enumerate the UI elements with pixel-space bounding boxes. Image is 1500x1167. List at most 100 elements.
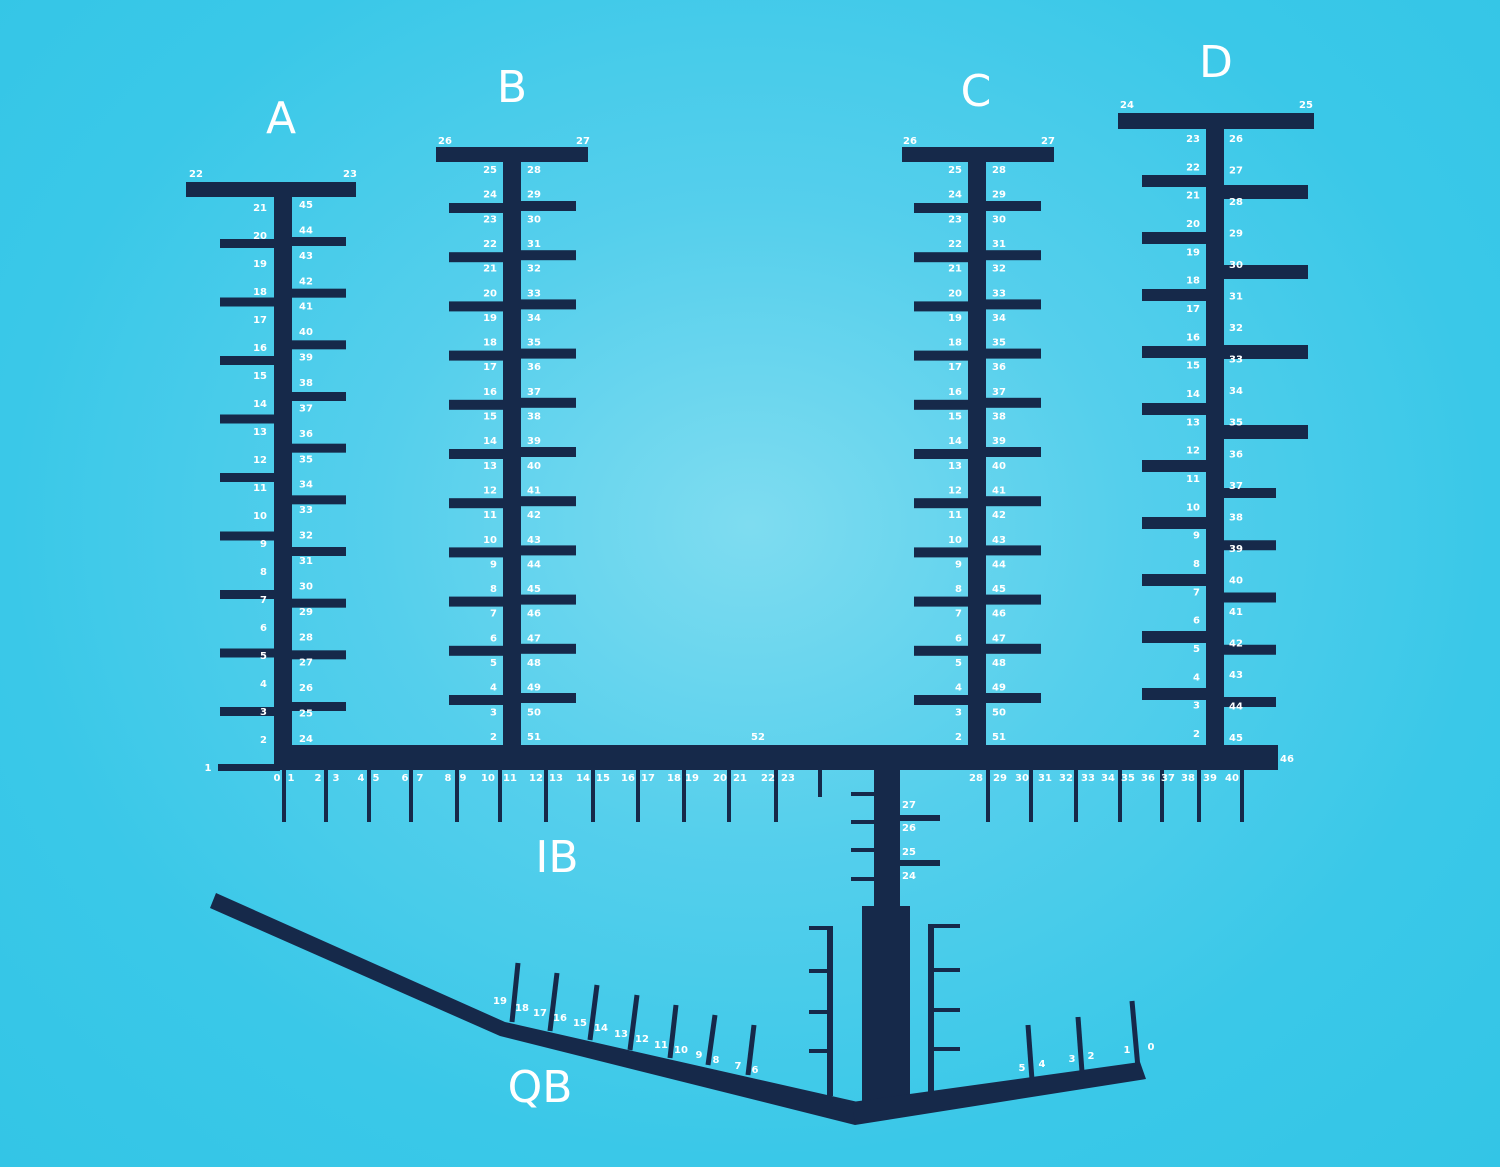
dock-b-finger [521,447,576,457]
dock-c-slip: 34 [992,313,1006,324]
ib-slip: 17 [641,773,655,784]
dock-a-slip: 15 [253,371,267,382]
qb-side-pier [928,924,934,1092]
qb-finger [1129,1000,1141,1069]
dock-d-slip: 43 [1229,670,1243,681]
dock-a-finger [220,531,275,541]
dock-b-slip: 11 [483,510,497,521]
qb-finger [705,1014,718,1066]
dock-c-slip: 2 [955,732,962,743]
qb-slip: 8 [713,1055,720,1066]
qb-slip: 3 [1069,1054,1076,1065]
ib-slip: 38 [1181,773,1195,784]
ib-finger [986,768,990,822]
dock-c-slip: 49 [992,683,1006,694]
dock-d-finger [1142,574,1208,586]
dock-d-slip: 13 [1186,417,1200,428]
dock-c-slip: 8 [955,584,962,595]
dock-c-slip: 32 [992,264,1006,275]
dock-a-slip: 2 [260,735,267,746]
qb-slip: 0 [1148,1042,1155,1053]
dock-b-finger [521,201,576,211]
dock-c-slip: 38 [992,412,1006,423]
dock-c-finger [986,545,1041,556]
dock-c-slip: 12 [948,485,962,496]
dock-c-slip: 35 [992,338,1006,349]
ib-slip: 32 [1059,773,1073,784]
dock-d-slip: 15 [1186,361,1200,372]
dock-b-slip: 25 [483,165,497,176]
dock-b-finger [449,301,504,312]
ib-finger [282,768,286,822]
dock-a-finger [291,650,346,660]
dock-d-finger [1222,425,1308,439]
ib-slip: 1 [288,773,295,784]
ib-slip: 9 [460,773,467,784]
ib-slip: 19 [685,773,699,784]
dock-d-end-slip: 25 [1299,100,1313,111]
dock-d-finger [1142,346,1208,358]
dock-b-slip: 14 [483,436,497,447]
ib-finger [544,768,548,822]
ib-slip: 40 [1225,773,1239,784]
dock-d-finger [1222,265,1308,279]
connector-slip: 25 [902,847,916,858]
ib-finger [1197,768,1201,822]
dock-a-slip: 27 [299,658,313,669]
connector-finger [851,820,875,824]
dock-d-finger [1142,403,1208,415]
dock-d-slip: 7 [1193,587,1200,598]
ib-slip: 3 [333,773,340,784]
ib-slip: 14 [576,773,590,784]
dock-d-slip: 37 [1229,481,1243,492]
dock-a-slip: 25 [299,709,313,720]
qb-slip: 9 [696,1050,703,1061]
ib-slip: 39 [1203,773,1217,784]
dock-a-slip: 6 [260,623,267,634]
dock-d-slip: 10 [1186,502,1200,513]
qb-slip: 1 [1124,1045,1131,1056]
dock-b-finger [521,397,576,408]
dock-d-slip: 8 [1193,559,1200,570]
connector-walkway [874,765,900,910]
dock-b-slip: 21 [483,264,497,275]
dock-a-finger [220,707,275,716]
dock-c-end-slip: 27 [1041,136,1055,147]
qb-side-finger [809,926,831,930]
qb-side-finger [932,1047,960,1051]
dock-d-spine [1206,120,1224,755]
ib-finger [636,768,640,822]
dock-d-slip: 39 [1229,544,1243,555]
dock-d-slip: 26 [1229,134,1243,145]
dock-b-slip: 39 [527,436,541,447]
dock-c-slip: 42 [992,510,1006,521]
dock-d-slip: 41 [1229,607,1243,618]
dock-d-slip: 34 [1229,386,1243,397]
dock-c-slip: 22 [948,239,962,250]
dock-c-finger [986,299,1041,310]
dock-a-slip: 18 [253,287,267,298]
dock-b-finger [521,299,576,310]
dock-c-label: C [961,66,992,117]
dock-a-slip: 45 [299,200,313,211]
qb-right-arm [852,1062,1146,1125]
dock-a-1-stub [218,764,280,771]
dock-b-slip: 16 [483,387,497,398]
dock-c-slip: 4 [955,683,962,694]
dock-c-slip: 40 [992,461,1006,472]
dock-c-slip: 31 [992,239,1006,250]
dock-b-slip: 30 [527,214,541,225]
ib-slip: 15 [596,773,610,784]
dock-a-end-slip: 22 [189,169,203,180]
ib-slip: 7 [417,773,424,784]
dock-a-finger [220,414,275,424]
ib-slip: 4 [358,773,365,784]
dock-b-end-slip: 26 [438,136,452,147]
dock-a-slip: 32 [299,531,313,542]
dock-a-finger [291,702,346,711]
ib-finger [455,768,459,822]
ib-slip: 16 [621,773,635,784]
dock-d-label: D [1199,37,1233,88]
dock-a-slip: 35 [299,454,313,465]
dock-b-finger [449,203,504,213]
